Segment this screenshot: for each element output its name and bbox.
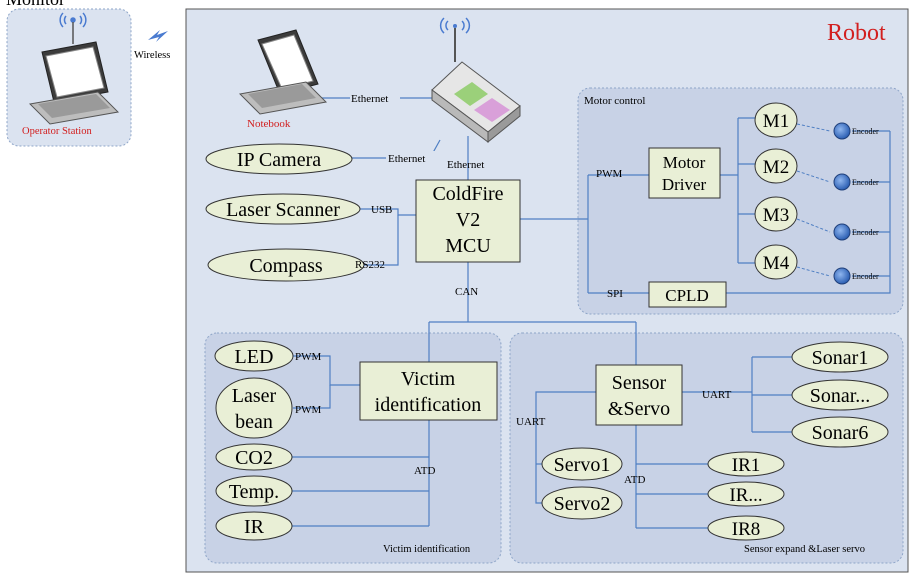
servo1-label: Servo1 xyxy=(554,454,611,476)
motor-driver-line1: Motor xyxy=(663,153,706,172)
ipcam-ethernet-bg xyxy=(386,151,436,165)
compass-node xyxy=(207,248,365,282)
motor-driver-block xyxy=(648,147,721,199)
laser-pwm-label: PWM xyxy=(295,404,322,416)
sensor-uart-right-label: UART xyxy=(702,389,732,401)
encoders: Encoder Encoder Encoder Encoder xyxy=(833,122,879,285)
motors: M1 M2 M3 M4 xyxy=(754,102,798,280)
sensor-servo-block xyxy=(595,364,683,426)
sonar6-label: Sonar6 xyxy=(812,422,869,444)
wires xyxy=(292,97,891,529)
encoder-3-icon xyxy=(833,223,851,241)
wireless-antenna-icon xyxy=(59,12,87,44)
router-ethernet-label: Ethernet xyxy=(447,159,484,171)
victim-panel-label: Victim identification xyxy=(383,544,471,555)
temp-label: Temp. xyxy=(229,481,279,503)
encoder-links xyxy=(796,123,831,277)
sonar6-node xyxy=(791,416,889,448)
sonar1-node xyxy=(791,341,889,373)
led-label: LED xyxy=(235,346,274,368)
ip-camera-label: IP Camera xyxy=(237,149,321,171)
motor-m2 xyxy=(754,148,798,184)
motor-m3 xyxy=(754,196,798,232)
victim-block-line1: Victim xyxy=(401,368,456,390)
sensor-panel-label: Sensor expand &Laser servo xyxy=(744,544,865,555)
notebook-ethernet-label: Ethernet xyxy=(351,93,388,105)
led-pwm-label: PWM xyxy=(295,351,322,363)
encoder-4-icon xyxy=(833,267,851,285)
ir-node xyxy=(215,511,293,541)
laptop-icon xyxy=(28,41,120,125)
sensor-block-line1: Sensor xyxy=(612,372,667,394)
laser-bean-line2: bean xyxy=(235,411,273,433)
motor-pwm-label: PWM xyxy=(596,168,623,180)
laser-scanner-label: Laser Scanner xyxy=(226,199,340,221)
compass-label: Compass xyxy=(249,255,323,277)
mcu-block xyxy=(415,179,521,263)
cpld-block xyxy=(648,281,727,308)
router-icon xyxy=(431,17,521,144)
ir8-node xyxy=(707,515,785,541)
motor-m1 xyxy=(754,102,798,138)
motor-spi-label: SPI xyxy=(607,288,623,300)
mcu-line2: V2 xyxy=(456,209,480,231)
sensor-atd-label: ATD xyxy=(624,474,645,486)
sonar1-label: Sonar1 xyxy=(812,347,869,369)
motor-m2-label: M2 xyxy=(763,157,789,178)
mcu-line1: ColdFire xyxy=(432,183,503,205)
notebook-label: Notebook xyxy=(247,118,291,130)
sensor-uart-left-label: UART xyxy=(516,416,546,428)
sonar-mid-node xyxy=(791,379,889,411)
led-node xyxy=(214,340,294,372)
motor-m4-label: M4 xyxy=(763,253,790,274)
ip-camera-ethernet-label: Ethernet xyxy=(388,153,425,165)
servo1-node xyxy=(541,447,623,481)
motor-m1-label: M1 xyxy=(763,111,789,132)
ir1-node xyxy=(707,451,785,477)
can-label: CAN xyxy=(455,286,478,298)
notebook-laptop-icon xyxy=(238,29,328,115)
sensor-block-line2: &Servo xyxy=(608,398,670,420)
wireless-bolt-icon xyxy=(148,30,168,42)
ir-label: IR xyxy=(244,516,265,538)
victim-block-line2: identification xyxy=(375,394,482,416)
motor-driver-line2: Driver xyxy=(662,175,707,194)
motor-m3-label: M3 xyxy=(763,205,789,226)
encoder-2-icon xyxy=(833,173,851,191)
sonar-mid-label: Sonar... xyxy=(810,385,871,407)
servo2-node xyxy=(541,486,623,520)
usb-label: USB xyxy=(371,204,392,216)
encoder-2-label: Encoder xyxy=(852,178,879,187)
co2-node xyxy=(215,443,293,471)
ir-mid-label: IR... xyxy=(729,485,762,506)
ip-camera-node xyxy=(205,143,353,175)
encoder-1-icon xyxy=(833,122,851,140)
victim-atd-label: ATD xyxy=(414,465,435,477)
ir1-label: IR1 xyxy=(732,455,761,476)
mcu-line3: MCU xyxy=(445,235,491,257)
laser-scanner-node xyxy=(205,193,361,225)
victim-identification-block xyxy=(359,361,498,421)
encoder-3-label: Encoder xyxy=(852,228,879,237)
monitor-label: Monitor xyxy=(6,0,65,9)
co2-label: CO2 xyxy=(235,447,273,469)
robot-title: Robot xyxy=(827,20,886,46)
notebook-ethernet-bg xyxy=(350,91,400,105)
cpld-label: CPLD xyxy=(665,286,708,305)
servo2-label: Servo2 xyxy=(554,493,611,515)
motor-control-label: Motor control xyxy=(584,95,645,107)
laser-bean-node xyxy=(215,377,293,439)
laser-bean-line1: Laser xyxy=(232,385,277,407)
operator-station-label: Operator Station xyxy=(22,126,92,137)
encoder-4-label: Encoder xyxy=(852,272,879,281)
motor-control-panel xyxy=(577,87,904,315)
rs232-label: RS232 xyxy=(355,259,385,271)
temp-node xyxy=(215,475,293,507)
encoder-1-label: Encoder xyxy=(852,127,879,136)
ir-mid-node xyxy=(707,481,785,507)
motor-m4 xyxy=(754,244,798,280)
ir8-label: IR8 xyxy=(732,519,761,540)
wireless-label: Wireless xyxy=(134,50,170,61)
